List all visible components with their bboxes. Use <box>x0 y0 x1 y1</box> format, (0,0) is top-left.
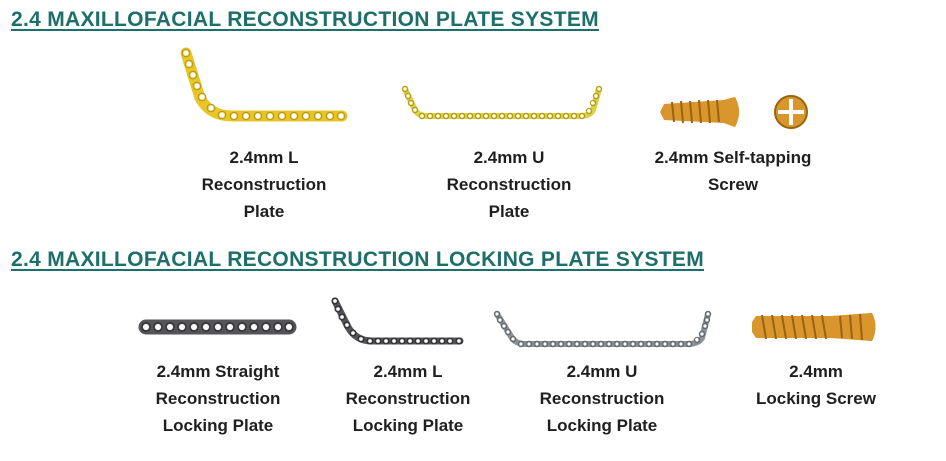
section-title-locking-plate-system: 2.4 MAXILLOFACIAL RECONSTRUCTION LOCKING… <box>11 248 704 271</box>
section-title-plate-system: 2.4 MAXILLOFACIAL RECONSTRUCTION PLATE S… <box>11 8 599 31</box>
